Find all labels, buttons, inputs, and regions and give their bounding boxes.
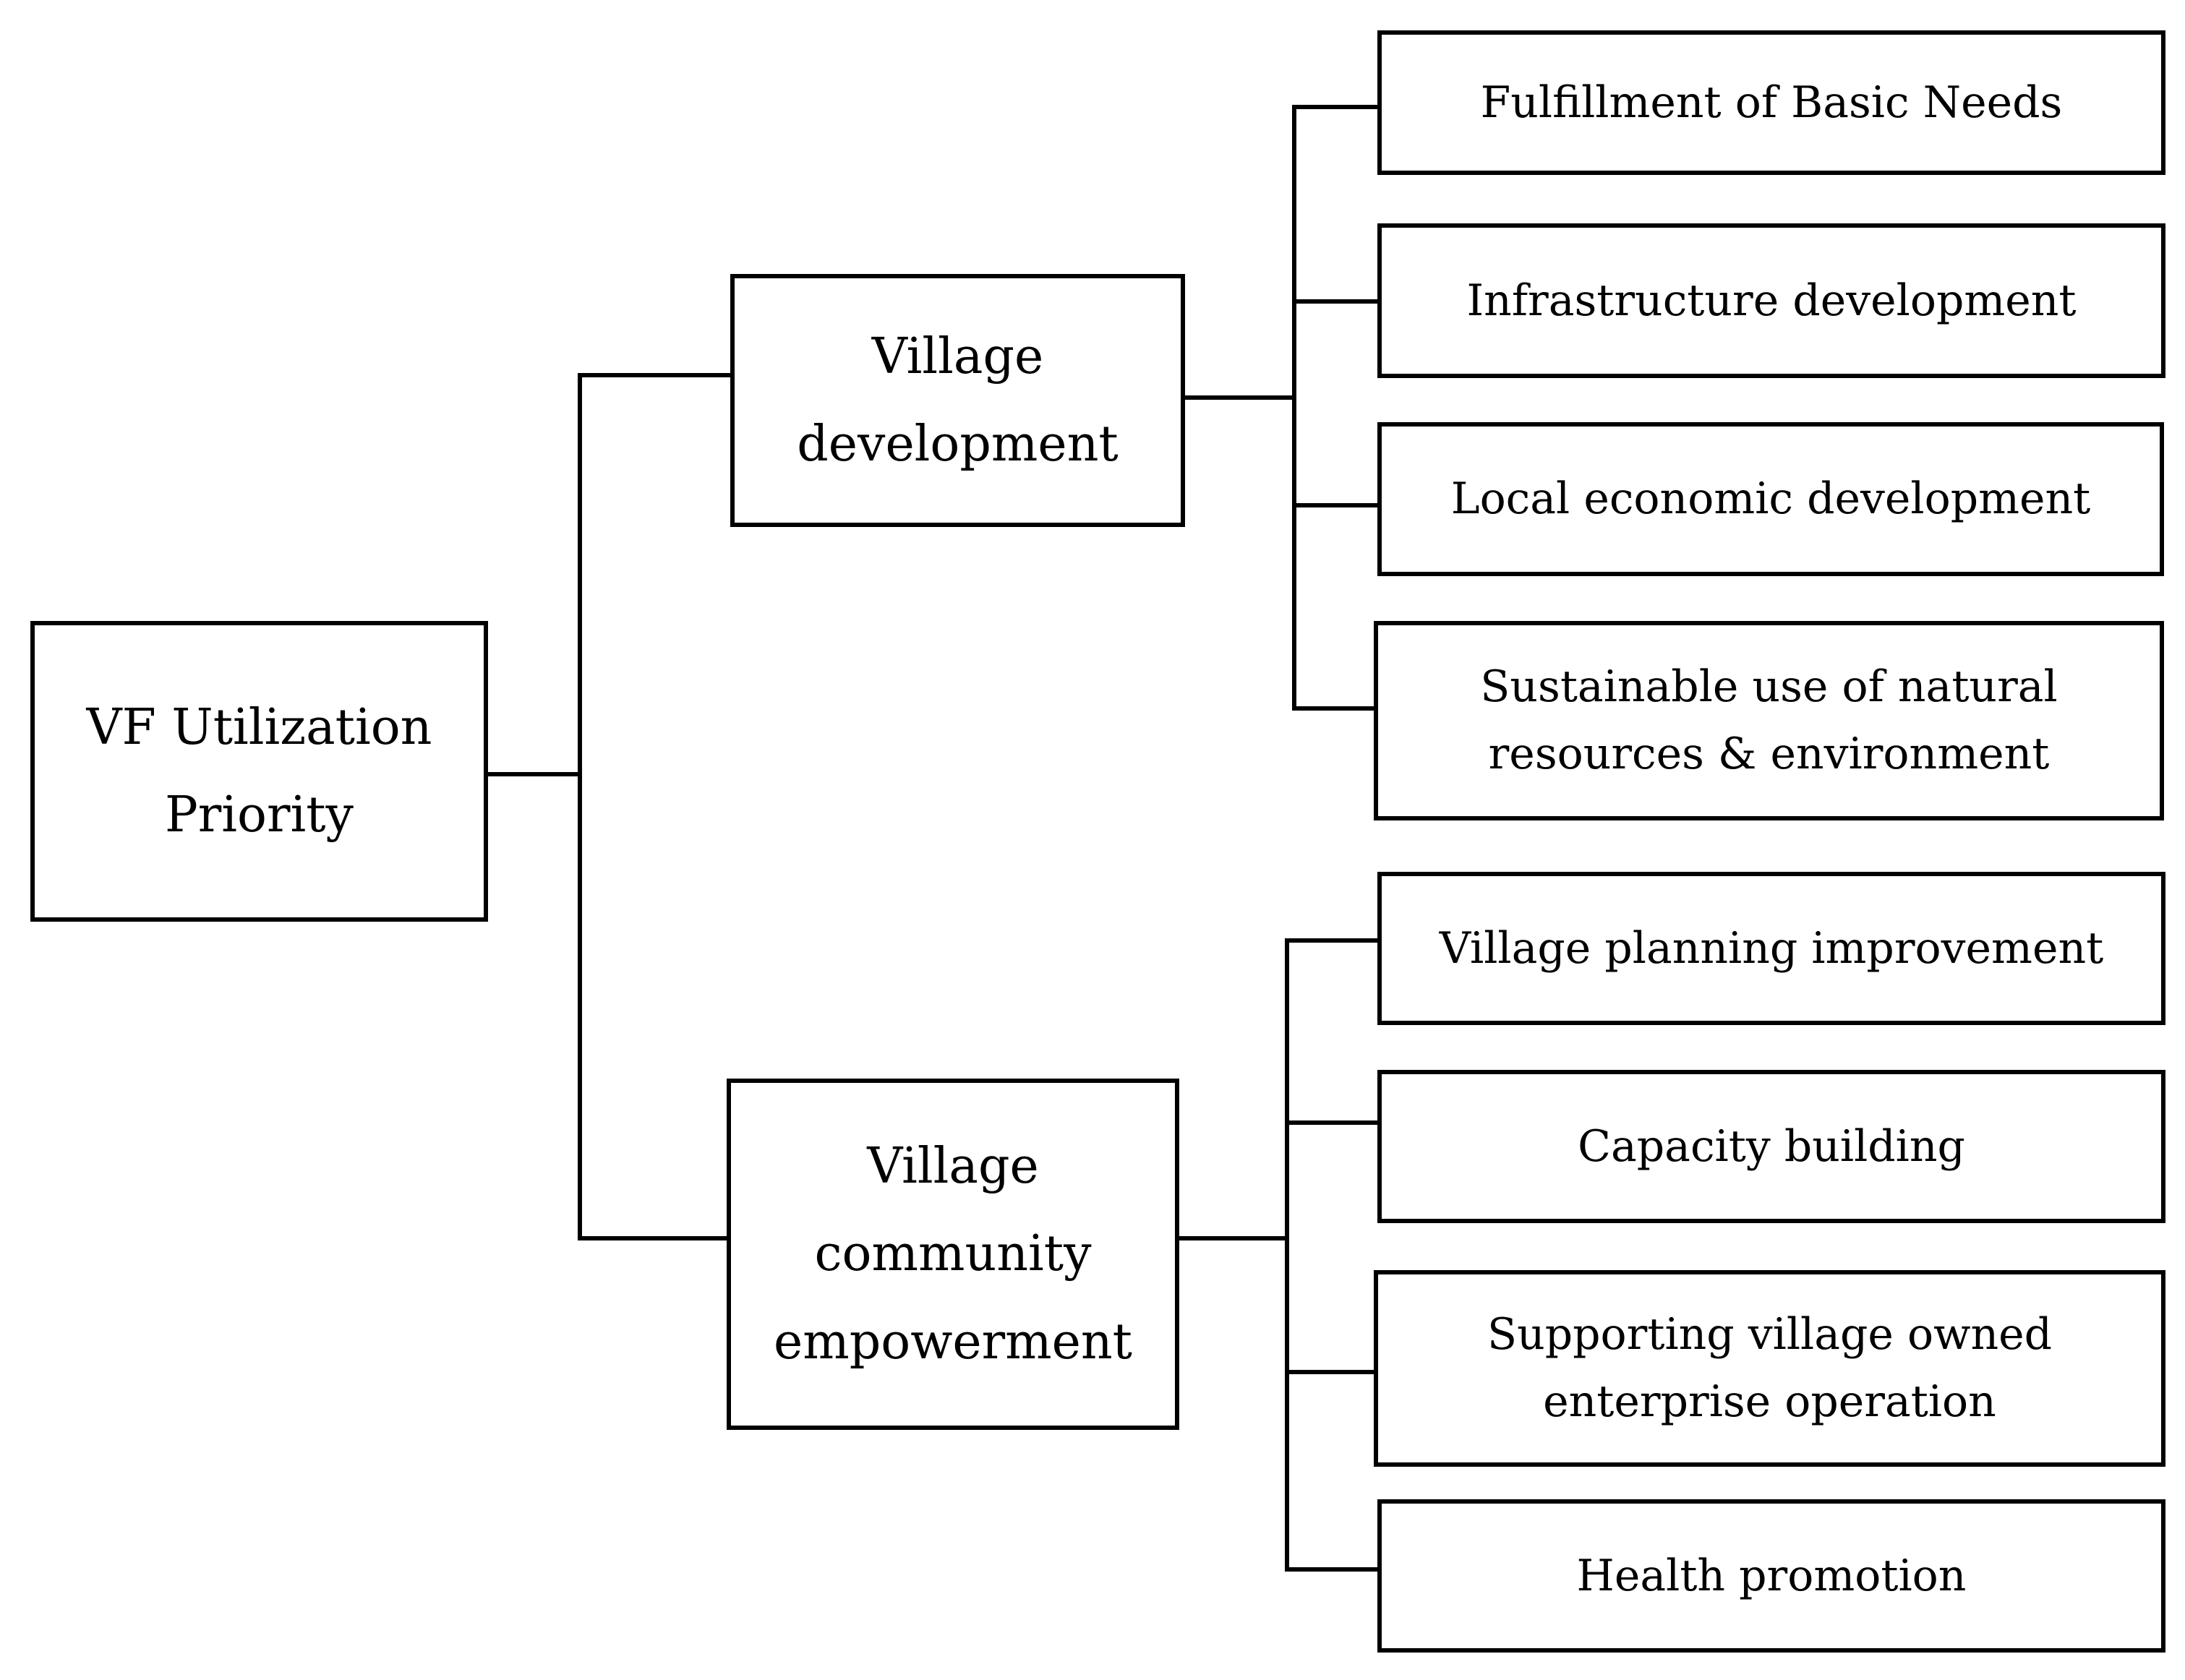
development-connector	[1181, 395, 1296, 400]
leaf-line: Capacity building	[1578, 1120, 1965, 1172]
leaf-line: Local economic development	[1450, 473, 2091, 524]
leaf-line: Sustainable use of natural	[1480, 661, 2058, 712]
leaf-sustainable-use-of-natural-resources: Sustainable use of natural resources & e…	[1374, 621, 2164, 820]
leaf-label: Capacity building	[1578, 1113, 1965, 1180]
trunk-to-village-development	[578, 373, 730, 377]
node-line: community	[814, 1225, 1092, 1283]
leaf-infrastructure-development: Infrastructure development	[1377, 223, 2165, 378]
leaf-supporting-village-owned-enterprise: Supporting village owned enterprise oper…	[1374, 1270, 2165, 1467]
leaf-label: Fulfillment of Basic Needs	[1481, 69, 2063, 137]
empowerment-connector	[1175, 1236, 1289, 1240]
empowerment-spine	[1285, 938, 1289, 1572]
node-line: Village	[871, 327, 1044, 385]
leaf-label: Sustainable use of natural resources & e…	[1480, 653, 2057, 788]
development-leaf-connector	[1292, 706, 1377, 711]
leaf-health-promotion: Health promotion	[1377, 1499, 2165, 1653]
leaf-village-planning-improvement: Village planning improvement	[1377, 872, 2165, 1025]
node-village-community-empowerment: Village community empowerment	[727, 1079, 1179, 1430]
node-line: empowerment	[774, 1313, 1132, 1371]
empowerment-leaf-connector	[1285, 938, 1379, 943]
root-connector	[488, 772, 582, 776]
trunk-to-village-community-empowerment	[578, 1236, 728, 1240]
leaf-line: Supporting village owned	[1487, 1309, 2053, 1360]
leaf-capacity-building: Capacity building	[1377, 1070, 2165, 1223]
leaf-line: Health promotion	[1576, 1550, 1967, 1601]
node-line: development	[797, 416, 1119, 473]
leaf-label: Village planning improvement	[1440, 915, 2103, 982]
leaf-label: Supporting village owned enterprise oper…	[1487, 1301, 2052, 1436]
leaf-label: Health promotion	[1577, 1543, 1967, 1610]
root-node-line: VF Utilization	[86, 698, 432, 756]
node-line: Village	[867, 1138, 1039, 1196]
empowerment-leaf-connector	[1285, 1370, 1377, 1374]
leaf-label: Infrastructure development	[1466, 267, 2076, 335]
node-label: Village community empowerment	[774, 1123, 1132, 1385]
development-spine	[1292, 105, 1296, 711]
empowerment-leaf-connector	[1285, 1120, 1379, 1125]
development-leaf-connector	[1292, 503, 1379, 507]
leaf-line: enterprise operation	[1543, 1376, 1996, 1427]
development-leaf-connector	[1292, 105, 1379, 109]
leaf-label: Local economic development	[1451, 466, 2091, 533]
trunk-vertical	[578, 373, 582, 1240]
node-label: Village development	[797, 313, 1119, 488]
leaf-local-economic-development: Local economic development	[1377, 422, 2164, 576]
leaf-fulfillment-of-basic-needs: Fulfillment of Basic Needs	[1377, 30, 2165, 175]
leaf-line: Infrastructure development	[1466, 275, 2077, 326]
root-node-line: Priority	[165, 787, 354, 844]
leaf-line: Fulfillment of Basic Needs	[1480, 77, 2063, 128]
development-leaf-connector	[1292, 299, 1379, 304]
root-node: VF Utilization Priority	[30, 621, 488, 922]
empowerment-leaf-connector	[1285, 1567, 1379, 1572]
root-node-label: VF Utilization Priority	[87, 684, 432, 859]
node-village-development: Village development	[730, 274, 1185, 527]
leaf-line: resources & environment	[1488, 729, 2050, 779]
leaf-line: Village planning improvement	[1439, 922, 2104, 974]
